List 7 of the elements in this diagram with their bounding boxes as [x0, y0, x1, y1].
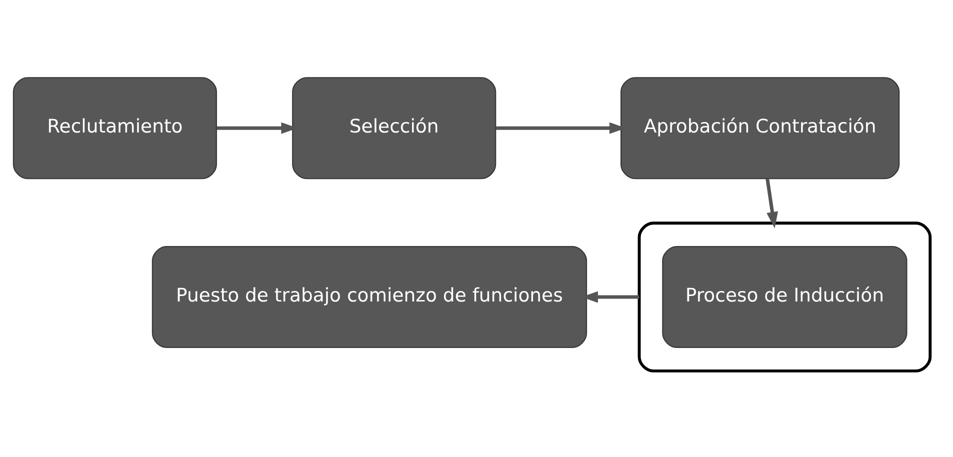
- arrow: [766, 178, 778, 228]
- node-box: Proceso de Inducción: [662, 246, 908, 348]
- node-box: Selección: [292, 76, 496, 179]
- cluster: [638, 221, 932, 372]
- node-box: Puesto de trabajo comienzo de funciones: [152, 246, 588, 348]
- node-box: Aprobación Contratación: [620, 76, 900, 179]
- node-box: Reclutamiento: [12, 76, 217, 179]
